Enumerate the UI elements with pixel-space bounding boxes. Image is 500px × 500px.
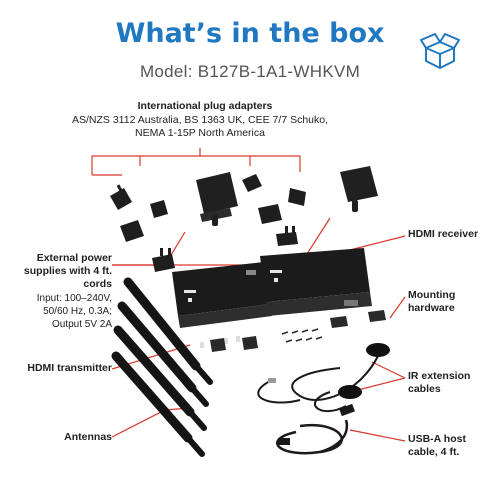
ir-extension-cables xyxy=(257,355,379,413)
page-title: What’s in the box xyxy=(115,18,385,49)
label-ir-cables: IR extension cables xyxy=(408,370,488,396)
power-supplies xyxy=(196,166,378,226)
box-icon xyxy=(420,33,460,69)
label-plug-adapters: International plug adapters xyxy=(105,100,305,113)
label-usb-cable: USB-A host cable, 4 ft. xyxy=(408,433,488,459)
model-number: Model: B127B-1A1-WHKVM xyxy=(139,62,361,81)
label-power-supplies: External power supplies with 4 ft. cords xyxy=(20,252,112,291)
hdmi-transmitter-title: HDMI transmitter xyxy=(27,362,112,374)
usb-cable-title: USB-A host cable, 4 ft. xyxy=(408,433,466,458)
ir-emitter xyxy=(338,385,362,399)
label-mounting-hardware: Mounting hardware xyxy=(408,289,488,315)
hdmi-transmitter-device xyxy=(172,262,272,348)
label-antennas: Antennas xyxy=(20,431,112,444)
power-supplies-title: External power supplies with 4 ft. cords xyxy=(23,252,112,290)
plug-adapters-description: AS/NZS 3112 Australia, BS 1363 UK, CEE 7… xyxy=(71,114,329,139)
hdmi-receiver-title: HDMI receiver xyxy=(408,228,479,240)
ir-sensor xyxy=(366,343,390,357)
antennas-title: Antennas xyxy=(64,431,112,443)
label-hdmi-receiver: HDMI receiver xyxy=(408,228,488,241)
usb-a-cable xyxy=(275,419,349,455)
ir-cables-title: IR extension cables xyxy=(408,370,471,395)
mounting-hardware-title: Mounting hardware xyxy=(408,289,456,314)
mounting-hardware xyxy=(210,310,386,352)
plug-adapters xyxy=(110,174,306,272)
power-supplies-spec: Input: 100–240V, 50/60 Hz, 0.3A; Output … xyxy=(36,293,112,330)
plug-adapters-title: International plug adapters xyxy=(137,100,273,112)
label-hdmi-transmitter: HDMI transmitter xyxy=(20,362,112,375)
hdmi-receiver-device xyxy=(260,248,372,316)
antennas xyxy=(111,277,213,457)
